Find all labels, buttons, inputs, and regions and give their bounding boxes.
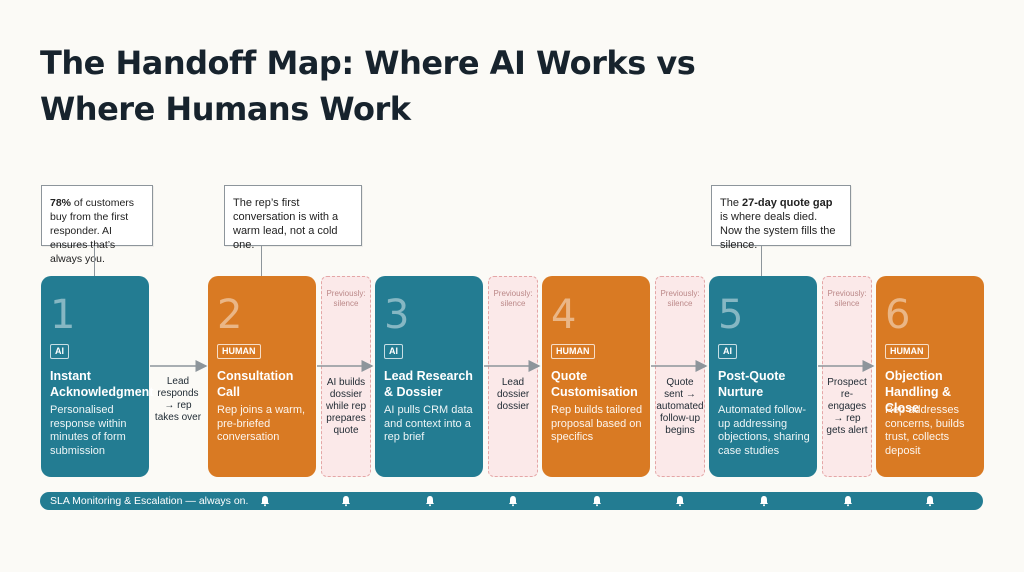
connector-label: AI builds dossier while rep prepares quo… bbox=[325, 377, 367, 436]
stage-description: AI pulls CRM data and context into a rep… bbox=[384, 404, 473, 443]
stage-description: Rep addresses concerns, builds trust, co… bbox=[885, 404, 965, 457]
callout-connector bbox=[761, 246, 762, 276]
connector-1: Lead responds → rep takes over bbox=[152, 276, 204, 477]
bell-icon bbox=[593, 496, 601, 507]
stage-badge: HUMAN bbox=[217, 344, 261, 359]
gap-label: Previously: silence bbox=[493, 289, 533, 308]
gap-label: Previously: silence bbox=[827, 289, 867, 308]
stage-description: Rep builds tailored proposal based on sp… bbox=[551, 404, 643, 443]
connector-label: Lead dossier dossier bbox=[497, 377, 530, 412]
connector-label: Quote sent → automated follow-up begins bbox=[656, 377, 704, 436]
callout-text: The rep’s first conversation is with a w… bbox=[233, 197, 339, 251]
callout-first-responder: 78% of customers buy from the first resp… bbox=[41, 185, 153, 265]
stage-number: 3 bbox=[384, 292, 410, 338]
stage-name: Objection Handling & Close bbox=[885, 369, 951, 415]
stage-name: Post-Quote Nurture bbox=[718, 369, 786, 399]
connector-label: Prospect re-engages → rep gets alert bbox=[826, 377, 868, 436]
stage-number: 2 bbox=[217, 292, 243, 338]
connector-label: Lead responds → rep takes over bbox=[154, 376, 202, 423]
callout-text: is where deals died. Now the system fill… bbox=[720, 211, 836, 251]
callout-connector bbox=[94, 246, 95, 276]
bell-icon bbox=[760, 496, 768, 507]
bell-icon bbox=[926, 496, 934, 507]
bell-icon bbox=[676, 496, 684, 507]
stage-card-5: 5 AI Post-Quote Nurture Automated follow… bbox=[709, 276, 817, 477]
stage-description: Rep joins a warm, pre-briefed conversati… bbox=[217, 404, 306, 443]
callout-connector bbox=[261, 246, 262, 276]
silence-gap-2: Previously: silence Lead dossier dossier bbox=[488, 276, 538, 477]
stage-number: 4 bbox=[551, 292, 577, 338]
stage-card-6: 6 HUMAN Objection Handling & Close Rep a… bbox=[876, 276, 984, 477]
gap-label: Previously: silence bbox=[326, 289, 366, 308]
stage-description: Automated follow-up addressing objection… bbox=[718, 404, 810, 457]
stage-badge: AI bbox=[718, 344, 737, 359]
bell-icon bbox=[426, 496, 434, 507]
sla-label: SLA Monitoring & Escalation — always on. bbox=[50, 495, 249, 507]
stage-card-3: 3 AI Lead Research & Dossier AI pulls CR… bbox=[375, 276, 483, 477]
bell-icon bbox=[844, 496, 852, 507]
bell-icon bbox=[509, 496, 517, 507]
callout-text: of customers buy from the first responde… bbox=[50, 197, 135, 265]
callout-quote-gap: The 27-day quote gap is where deals died… bbox=[711, 185, 851, 251]
sla-bar: SLA Monitoring & Escalation — always on. bbox=[40, 492, 983, 510]
stage-card-1: 1 AI Instant Acknowledgment Personalised… bbox=[41, 276, 154, 477]
stage-number: 6 bbox=[885, 292, 911, 338]
stage-name: Consultation Call bbox=[217, 369, 294, 399]
stage-number: 1 bbox=[50, 292, 76, 338]
callout-bold: 78% bbox=[50, 197, 72, 209]
stage-name: Lead Research & Dossier bbox=[384, 369, 473, 399]
stage-name: Instant Acknowledgment bbox=[50, 369, 154, 399]
stage-description: Personalised response within minutes of … bbox=[50, 404, 127, 457]
bell-icon bbox=[342, 496, 350, 507]
gap-label: Previously: silence bbox=[660, 289, 700, 308]
bell-icon bbox=[261, 496, 269, 507]
stage-number: 5 bbox=[718, 292, 744, 338]
stage-card-4: 4 HUMAN Quote Customisation Rep builds t… bbox=[542, 276, 650, 477]
stage-badge: AI bbox=[384, 344, 403, 359]
silence-gap-4: Previously: silence Prospect re-engages … bbox=[822, 276, 872, 477]
callout-pre: The bbox=[720, 197, 743, 209]
stage-card-2: 2 HUMAN Consultation Call Rep joins a wa… bbox=[208, 276, 316, 477]
stage-name: Quote Customisation bbox=[551, 369, 638, 399]
stage-badge: HUMAN bbox=[551, 344, 595, 359]
callout-bold: 27-day quote gap bbox=[742, 197, 833, 209]
page-title: The Handoff Map: Where AI Works vs Where… bbox=[40, 44, 696, 128]
silence-gap-3: Previously: silence Quote sent → automat… bbox=[655, 276, 705, 477]
silence-gap-1: Previously: silence AI builds dossier wh… bbox=[321, 276, 371, 477]
stage-badge: AI bbox=[50, 344, 69, 359]
stage-badge: HUMAN bbox=[885, 344, 929, 359]
callout-warm-lead: The rep’s first conversation is with a w… bbox=[224, 185, 362, 251]
